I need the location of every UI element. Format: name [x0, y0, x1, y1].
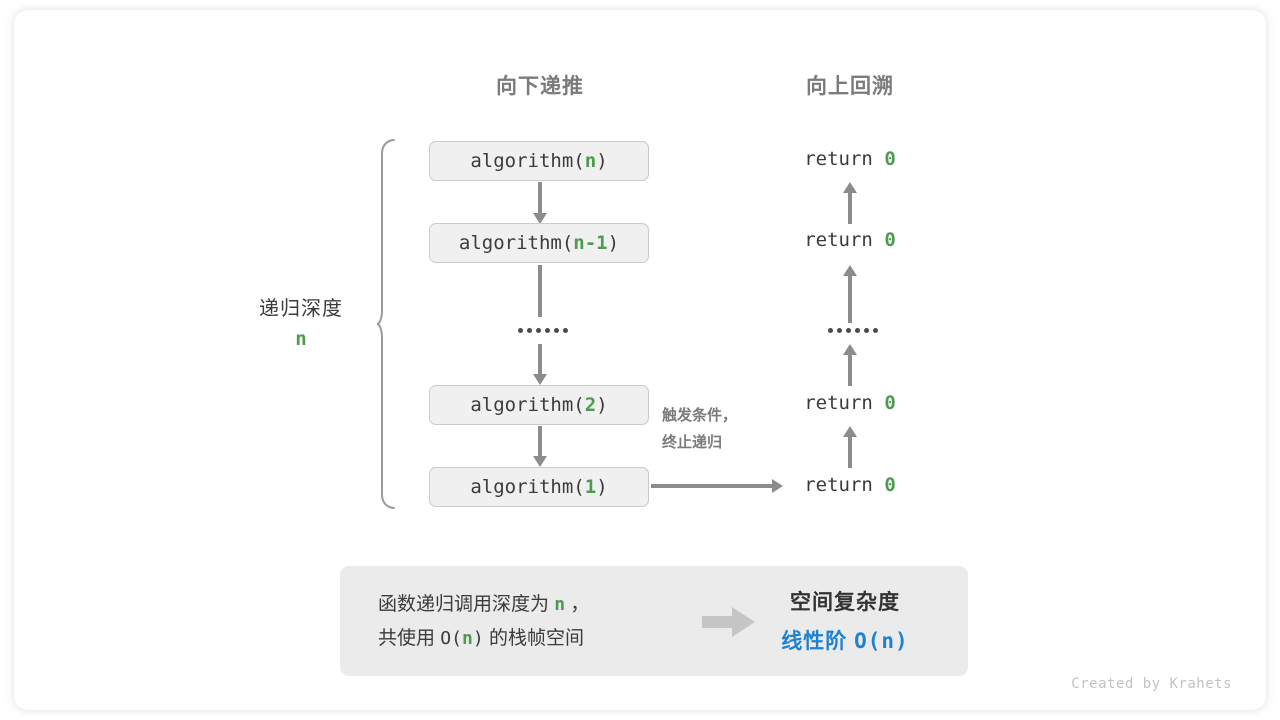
call-box-2-name: algorithm(: [470, 394, 585, 416]
column-header-downward: 向下递推: [496, 75, 584, 98]
call-box-n-name: algorithm(: [470, 150, 585, 172]
column-header-upward: 向上回溯: [806, 75, 894, 98]
call-box-1-arg: 1: [584, 476, 597, 498]
call-box-1-close: ): [596, 476, 608, 498]
return-value-second-val: 0: [884, 229, 896, 251]
call-box-1-name: algorithm(: [470, 476, 585, 498]
summary-line2-text-a: 共使用: [378, 628, 436, 649]
call-box-n[interactable]: algorithm(n): [429, 141, 649, 181]
return-value-top-val: 0: [884, 148, 896, 170]
recursion-depth-value: n: [295, 328, 307, 350]
ellipsis-dots-left: [518, 328, 568, 333]
summary-line1-text-b: ，: [570, 594, 590, 615]
call-box-n-1-close: ): [607, 232, 620, 254]
summary-line2-close: ): [472, 628, 484, 649]
call-box-2-close: ): [596, 394, 608, 416]
arrow-up-3: [843, 344, 857, 386]
summary-line1-n: n: [554, 594, 566, 615]
block-arrow-right-icon: [702, 607, 755, 637]
return-keyword-base: return: [804, 474, 873, 496]
credit-text: Created by Krahets: [1071, 676, 1232, 692]
summary-line2-n: n: [461, 628, 473, 649]
return-value-third-val: 0: [884, 392, 896, 414]
summary-result-value: 线性阶 O(n): [740, 625, 950, 655]
call-box-n-arg: n: [584, 150, 597, 172]
arrow-up-4: [843, 426, 857, 468]
return-value-base: return 0: [760, 474, 940, 496]
call-box-n-close: ): [596, 150, 608, 172]
diagram-canvas: 向下递推 向上回溯 递归深度 n algorithm(n) algorithm(…: [14, 10, 1266, 710]
termination-condition-line2: 终止递归: [662, 434, 723, 451]
arrow-right-base-case: [651, 479, 783, 493]
summary-line2-text-b: 的栈帧空间: [488, 628, 584, 649]
call-box-1[interactable]: algorithm(1): [429, 467, 649, 507]
summary-result-notation: O(n): [854, 629, 909, 653]
return-keyword-second: return: [804, 229, 873, 251]
call-box-2[interactable]: algorithm(2): [429, 385, 649, 425]
arrow-up-2: [843, 265, 857, 323]
termination-condition-line1: 触发条件，: [662, 407, 738, 424]
return-keyword-third: return: [804, 392, 873, 414]
recursion-depth-label: 递归深度 n: [226, 292, 376, 350]
summary-description: 函数递归调用深度为 n ， 共使用 O(n) 的栈帧空间: [378, 588, 589, 656]
return-value-top: return 0: [760, 148, 940, 170]
summary-result-order: 线性阶: [781, 630, 848, 653]
ellipsis-dots-right: [828, 328, 878, 333]
return-keyword-top: return: [804, 148, 873, 170]
recursion-depth-text: 递归深度: [259, 298, 343, 320]
summary-line1-text-a: 函数递归调用深度为: [378, 594, 550, 615]
summary-result: 空间复杂度 线性阶 O(n): [740, 586, 950, 655]
summary-box: 函数递归调用深度为 n ， 共使用 O(n) 的栈帧空间 空间复杂度 线性阶 O…: [340, 566, 968, 676]
return-value-third: return 0: [760, 392, 940, 414]
call-box-n-1[interactable]: algorithm(n-1): [429, 223, 649, 263]
recursion-depth-bracket: [376, 139, 395, 509]
return-value-second: return 0: [760, 229, 940, 251]
arrow-down-4: [533, 426, 547, 468]
return-value-base-val: 0: [884, 474, 896, 496]
summary-description-line1: 函数递归调用深度为 n ，: [378, 588, 589, 622]
call-box-2-arg: 2: [584, 394, 597, 416]
arrow-down-2: [533, 265, 547, 323]
arrow-up-1: [843, 182, 857, 224]
termination-condition-note: 触发条件， 终止递归: [662, 402, 737, 456]
call-box-n-1-name: algorithm(: [458, 232, 574, 254]
arrow-down-3: [533, 344, 547, 386]
arrow-down-1: [533, 182, 547, 224]
summary-description-line2: 共使用 O(n) 的栈帧空间: [378, 622, 589, 656]
summary-result-title: 空间复杂度: [790, 591, 900, 614]
call-box-n-1-arg: n-1: [573, 232, 608, 254]
summary-line2-o: O(: [440, 628, 462, 649]
